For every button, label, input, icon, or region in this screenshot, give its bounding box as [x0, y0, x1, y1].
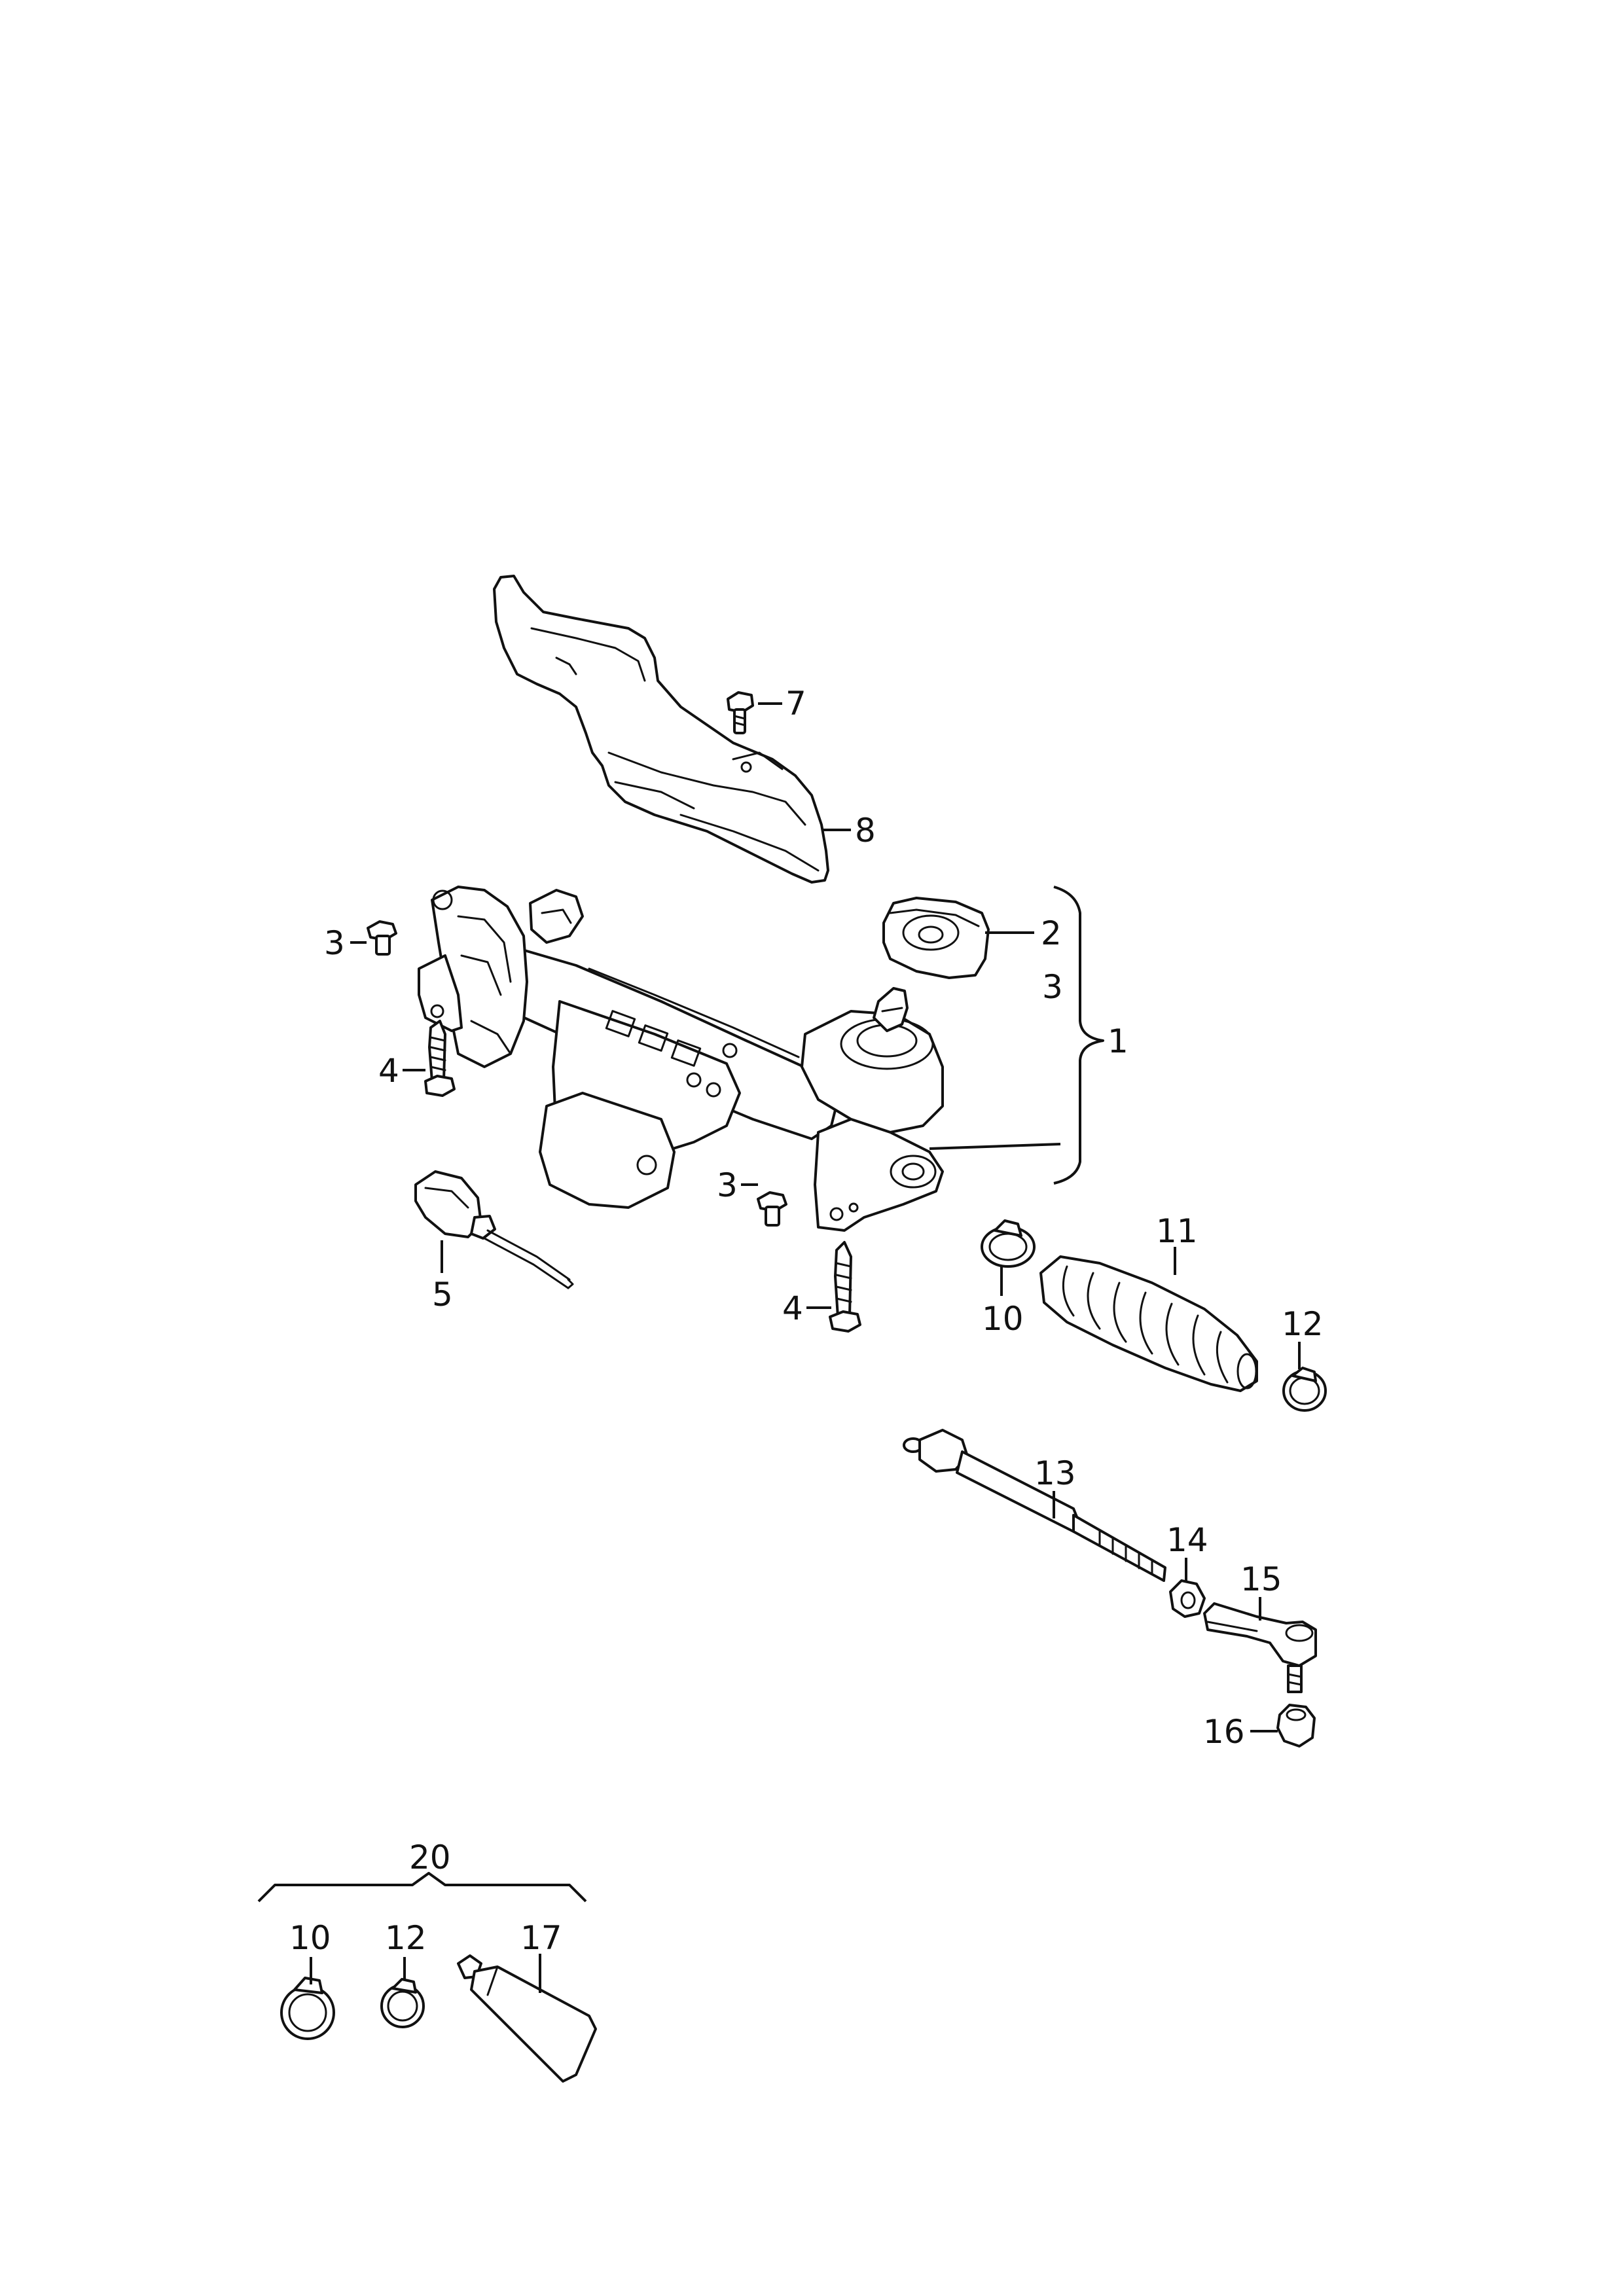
- callout-12: 12: [1282, 1305, 1324, 1343]
- tie-rod-end-part-15: [1203, 1602, 1317, 1693]
- heat-shield-part-8: [493, 575, 829, 884]
- callout-labels: 1 2 3 3 3 4 4 5 7 8 10 10 11 12 12 13 14…: [289, 685, 1324, 1957]
- callout-4-upper: 4: [378, 1052, 399, 1090]
- steering-rack-part-1: [418, 886, 944, 1232]
- bolt-part-7: [727, 691, 754, 734]
- callout-15: 15: [1240, 1560, 1282, 1598]
- kit-clamp-part-12: [380, 1978, 425, 2028]
- clamp-part-12: [1282, 1367, 1327, 1412]
- callout-14: 14: [1166, 1521, 1208, 1559]
- kit-clamp-part-10: [280, 1977, 335, 2040]
- callout-3-lower: 3: [717, 1166, 738, 1204]
- mount-rubber-part-2: [882, 897, 990, 979]
- callout-4-lower: 4: [782, 1289, 803, 1327]
- callout-20: 20: [409, 1839, 451, 1876]
- clamp-part-10: [981, 1219, 1036, 1268]
- bolt-part-3-lower: [757, 1191, 787, 1227]
- callout-10-kit: 10: [289, 1919, 331, 1957]
- callout-3-assembly: 3: [1042, 968, 1063, 1006]
- callout-11: 11: [1156, 1212, 1198, 1250]
- bolt-part-3-upper: [367, 920, 397, 956]
- callout-16: 16: [1203, 1713, 1245, 1751]
- callout-2: 2: [1041, 914, 1062, 952]
- callout-10: 10: [982, 1300, 1024, 1338]
- callout-7: 7: [785, 685, 806, 723]
- callout-12-kit: 12: [385, 1919, 427, 1957]
- assembly-bracket: [1053, 886, 1104, 1185]
- callout-13: 13: [1034, 1454, 1076, 1492]
- nut-part-14: [1169, 1579, 1206, 1618]
- boot-part-11: [1039, 1255, 1258, 1392]
- long-bolt-part-4-lower: [829, 1241, 861, 1333]
- connector-cable-part-5: [414, 1170, 574, 1289]
- leader-lines: [310, 702, 1301, 1993]
- kit-grease-tube-part-17: [457, 1954, 597, 2083]
- callout-5: 5: [432, 1276, 453, 1314]
- kit-bracket: [257, 1872, 587, 1903]
- long-bolt-part-4-upper: [424, 1020, 456, 1097]
- callout-17: 17: [520, 1919, 562, 1957]
- callout-3-upper: 3: [324, 924, 345, 962]
- tie-rod-part-13: [903, 1429, 1166, 1582]
- callout-1: 1: [1108, 1022, 1128, 1060]
- nut-part-16: [1276, 1704, 1316, 1748]
- callout-8: 8: [855, 812, 876, 850]
